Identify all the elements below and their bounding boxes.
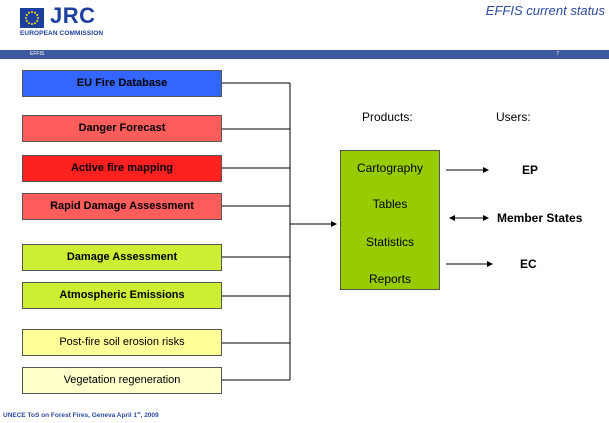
product-item: Tables <box>372 197 408 211</box>
user-ep: EP <box>522 163 539 177</box>
module-label: Damage Assessment <box>66 251 178 263</box>
eu-stars-icon <box>25 11 39 25</box>
module-label: EU Fire Database <box>76 77 168 89</box>
module-label: Danger Forecast <box>78 122 166 134</box>
module-label: Active fire mapping <box>70 162 174 174</box>
slide-title: EFFIS current status <box>485 3 605 18</box>
product-item: Cartography <box>356 161 424 175</box>
page-number: 7 <box>556 51 559 57</box>
user-ec: EC <box>520 257 537 271</box>
module-vegetation-regeneration: Vegetation regeneration <box>22 367 222 394</box>
products-box: Cartography Tables Statistics Reports <box>340 150 440 290</box>
header-bar-label: EFFIS <box>30 51 45 57</box>
module-active-fire-mapping: Active fire mapping <box>22 155 222 182</box>
product-item: Statistics <box>365 235 414 249</box>
header-bar: EFFIS 7 <box>0 50 609 59</box>
module-post-fire-soil-erosion: Post-fire soil erosion risks <box>22 329 222 356</box>
product-item: Reports <box>368 272 412 286</box>
footer-text: UNECE ToS on Forest Fires, Geneva April … <box>3 412 138 420</box>
users-heading: Users: <box>496 110 531 124</box>
module-damage-assessment: Damage Assessment <box>22 244 222 271</box>
user-member-states: Member States <box>497 211 583 225</box>
commission-subtitle: EUROPEAN COMMISSION <box>20 30 104 37</box>
footer-year: , 2009 <box>140 412 159 420</box>
footer-superscript: st <box>137 410 141 415</box>
module-label: Vegetation regeneration <box>63 374 181 386</box>
module-rapid-damage-assessment: Rapid Damage Assessment <box>22 193 222 220</box>
eu-flag-logo <box>20 8 44 28</box>
footer-caption: UNECE ToS on Forest Fires, Geneva April … <box>3 408 159 421</box>
module-danger-forecast: Danger Forecast <box>22 115 222 142</box>
module-atmospheric-emissions: Atmospheric Emissions <box>22 282 222 309</box>
products-heading: Products: <box>362 110 413 124</box>
module-label: Atmospheric Emissions <box>59 289 185 301</box>
module-label: Rapid Damage Assessment <box>50 200 194 212</box>
jrc-logo-text: JRC <box>50 3 96 28</box>
module-label: Post-fire soil erosion risks <box>59 336 185 348</box>
module-eu-fire-database: EU Fire Database <box>22 70 222 97</box>
